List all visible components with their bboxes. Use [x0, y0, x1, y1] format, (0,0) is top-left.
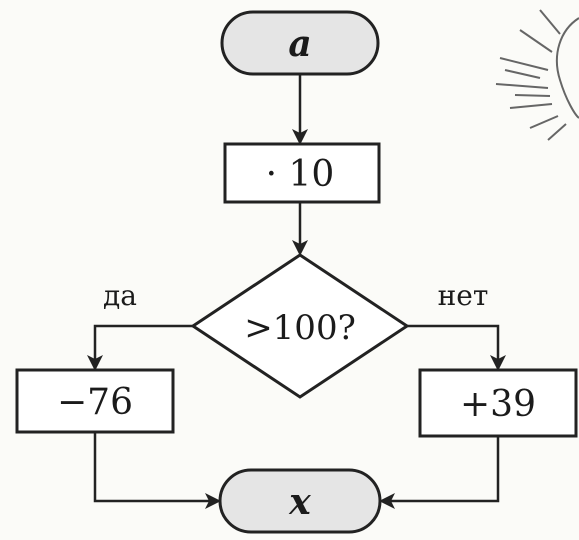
left-op-label: −76: [57, 382, 133, 423]
arrow-right-op-to-end: [379, 436, 500, 509]
arrow-left-op-to-end: [93, 432, 221, 509]
right-operation-box: +39: [418, 368, 578, 438]
decision-diamond: >100?: [190, 253, 410, 399]
sun-icon: [495, 9, 579, 141]
end-label: x: [288, 481, 311, 523]
arrow-decision-to-right-op: [407, 324, 506, 371]
yes-label: да: [103, 279, 137, 312]
start-terminator: a: [220, 10, 380, 76]
left-operation-box: −76: [15, 368, 175, 434]
end-terminator: x: [218, 468, 382, 534]
start-label: a: [288, 23, 311, 65]
arrow-decision-to-left-op: [87, 324, 193, 371]
no-label: нет: [438, 279, 489, 312]
decision-label: >100?: [244, 308, 356, 348]
right-op-label: +39: [460, 384, 536, 425]
multiply-box: · 10: [223, 142, 381, 204]
multiply-label: · 10: [266, 154, 335, 195]
